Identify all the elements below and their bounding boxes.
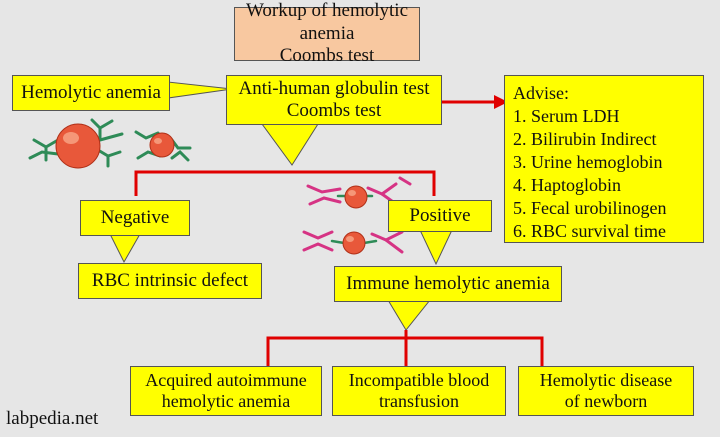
rbc-cell-large [55,123,101,169]
immune-hemolytic-anemia-label: Immune hemolytic anemia [346,272,550,294]
immune-hemolytic-anemia-box: Immune hemolytic anemia [334,266,562,302]
incompatible-transfusion-line-2: transfusion [379,391,459,411]
negative-box: Negative [80,200,190,236]
rbc-green-antibodies-illustration [28,118,192,169]
acquired-autoimmune-line-2: hemolytic anemia [161,391,291,411]
hemolytic-disease-newborn-line-2: of newborn [564,391,648,411]
connector-immune-branches [266,336,544,366]
advise-item: 2. Bilirubin Indirect [513,129,657,150]
advise-item: 3. Urine hemoglobin [513,152,663,173]
advise-item: 6. RBC survival time [513,221,666,242]
credit-label: labpedia.net [6,408,99,429]
rbc-cell-bottom [342,231,366,255]
title-line-1: Workup of hemolytic anemia [245,0,409,44]
positive-pointer [419,229,453,266]
arrow-to-advise [494,95,508,109]
advise-item: 5. Fecal urobilinogen [513,198,667,219]
hemolytic-anemia-label: Hemolytic anemia [21,81,161,103]
rbc-cell-top [344,185,368,209]
acquired-autoimmune-line-1: Acquired autoimmune [145,369,307,390]
rbc-magenta-antibodies-illustration [302,176,412,255]
rbc-intrinsic-defect-label: RBC intrinsic defect [91,269,249,291]
acquired-autoimmune-box: Acquired autoimmune hemolytic anemia [130,366,322,416]
coombs-pointer [261,123,319,166]
coombs-test-box: Anti-human globulin test Coombs test [226,75,442,125]
positive-label: Positive [409,204,471,226]
immune-pointer [387,299,432,331]
negative-pointer [109,233,141,264]
rbc-cell-small [149,132,175,158]
connector-test-to-results [134,170,436,196]
rbc-intrinsic-defect-box: RBC intrinsic defect [78,263,262,299]
positive-box: Positive [388,200,492,232]
advise-box: Advise: 1. Serum LDH 2. Bilirubin Indire… [504,75,704,243]
advise-heading: Advise: [513,83,569,103]
hemolytic-anemia-box: Hemolytic anemia [12,75,170,111]
title-box: Workup of hemolytic anemia Coombs test [234,0,420,66]
hemolytic-disease-newborn-box: Hemolytic disease of newborn [518,366,694,416]
incompatible-transfusion-line-1: Incompatible blood [348,369,490,390]
advise-item: 4. Haptoglobin [513,175,621,196]
incompatible-transfusion-box: Incompatible blood transfusion [332,366,506,416]
title-line-2: Coombs test [279,45,375,67]
hemolytic-anemia-pointer [167,81,233,99]
advise-item: 1. Serum LDH [513,106,620,127]
coombs-test-line-1: Anti-human globulin test [238,77,430,99]
coombs-test-line-2: Coombs test [286,100,382,121]
hemolytic-disease-newborn-line-1: Hemolytic disease [539,369,673,390]
negative-label: Negative [100,206,170,228]
